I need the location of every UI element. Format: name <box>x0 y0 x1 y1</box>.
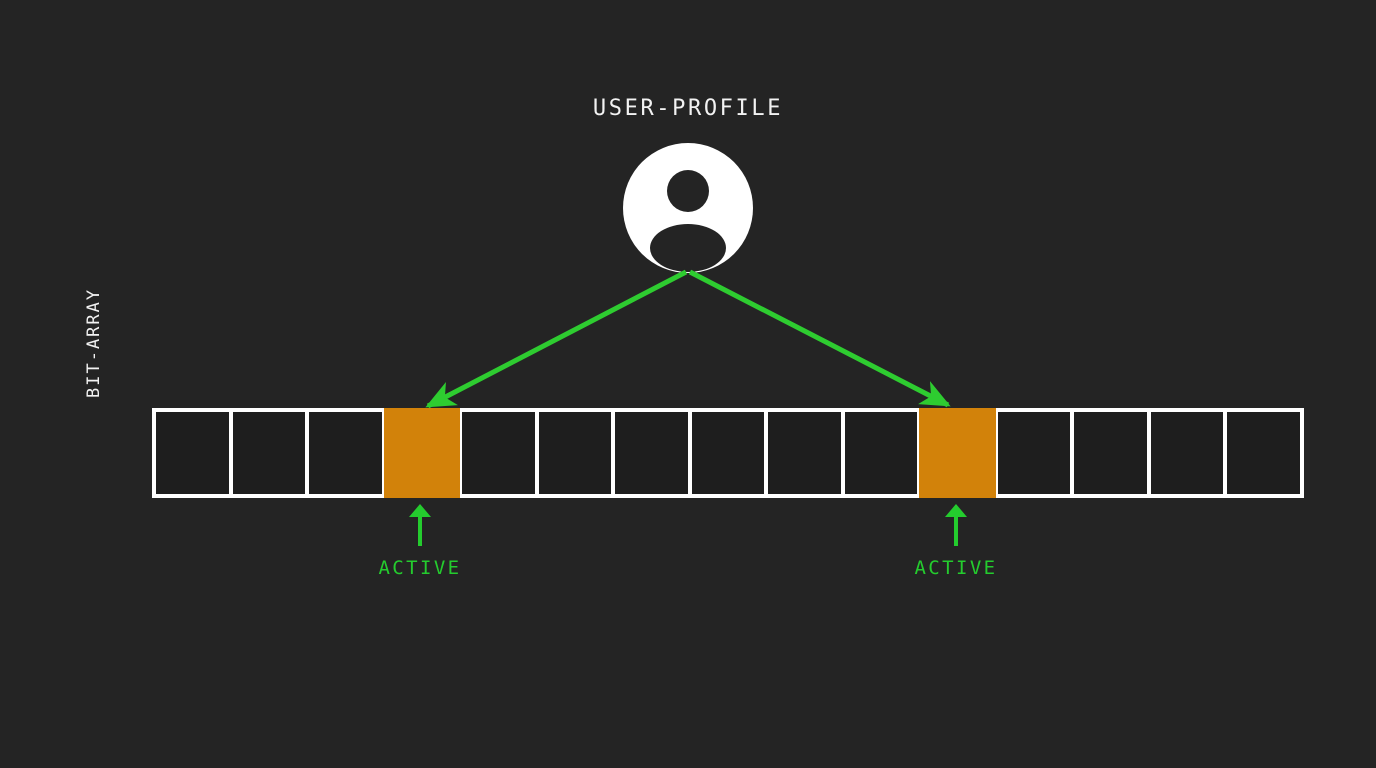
active-marker-left: ACTIVE <box>320 503 520 579</box>
bit-cell[interactable] <box>689 412 767 494</box>
bit-cell[interactable] <box>1148 412 1226 494</box>
user-avatar-icon <box>623 143 753 273</box>
avatar-head-cutout <box>667 170 709 212</box>
page-title: USER-PROFILE <box>592 96 784 121</box>
bit-cell[interactable] <box>156 412 231 494</box>
up-arrow-icon <box>320 503 520 547</box>
bit-cell[interactable] <box>842 412 920 494</box>
bit-array-strip <box>152 408 1304 498</box>
bit-cell[interactable] <box>536 412 614 494</box>
bit-array-axis-label: BIT-ARRAY <box>84 287 104 398</box>
bit-cell-active[interactable] <box>383 408 461 498</box>
bit-cell[interactable] <box>307 412 384 494</box>
arrow-to-cell-10 <box>688 269 951 408</box>
active-marker-label: ACTIVE <box>914 557 998 579</box>
arrow-to-cell-3 <box>425 269 688 409</box>
bit-cell[interactable] <box>766 412 843 494</box>
active-marker-label: ACTIVE <box>378 557 462 579</box>
bit-cell[interactable] <box>995 412 1073 494</box>
bit-cell[interactable] <box>230 412 308 494</box>
bit-cell[interactable] <box>460 412 537 494</box>
user-avatar-svg <box>623 143 753 273</box>
avatar-body-cutout <box>650 224 726 272</box>
bit-cell[interactable] <box>1225 412 1300 494</box>
bit-cell-active[interactable] <box>919 408 996 498</box>
up-arrow-icon <box>856 503 1056 547</box>
active-marker-right: ACTIVE <box>856 503 1056 579</box>
bit-cell[interactable] <box>1072 412 1149 494</box>
bit-cell[interactable] <box>613 412 690 494</box>
